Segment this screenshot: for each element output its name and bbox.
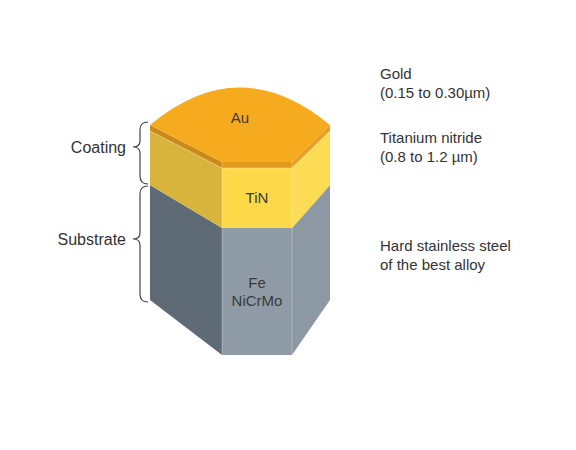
layer-name: TiN — [246, 189, 269, 207]
layer-description: Gold (0.15 to 0.30µm) — [380, 64, 490, 102]
coating-bracket — [133, 122, 148, 184]
bracket-label: Substrate — [58, 230, 126, 249]
bracket-label: Coating — [71, 138, 126, 157]
layer-label: TiN — [242, 187, 273, 209]
gold-layer — [150, 88, 330, 169]
layer-description: Hard stainless steel of the best alloy — [380, 236, 511, 274]
substrate-bracket — [133, 186, 148, 302]
edge-lines — [150, 131, 330, 355]
layer-description: Titanium nitride (0.8 to 1.2 µm) — [380, 128, 482, 166]
layer-name: Fe NiCrMo — [232, 274, 283, 310]
layer-name: Au — [231, 109, 249, 127]
layer-label: Fe NiCrMo — [228, 272, 287, 312]
layer-label: Au — [227, 107, 253, 129]
